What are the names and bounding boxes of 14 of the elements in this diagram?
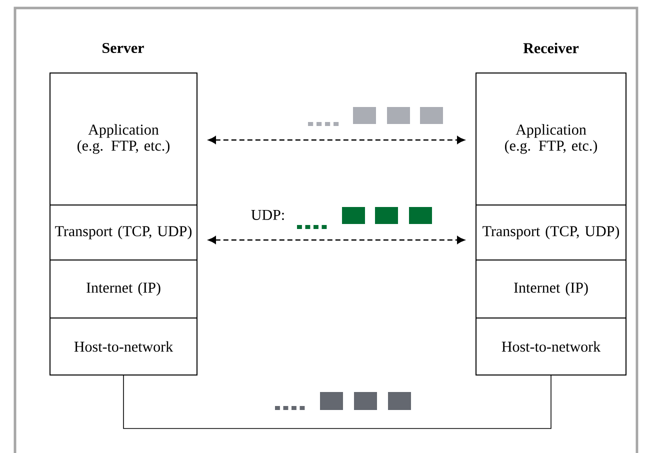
layer-box: Application (e.g. FTP, etc.) xyxy=(50,72,198,206)
layer-box: Transport (TCP, UDP) xyxy=(50,204,198,260)
double-arrow xyxy=(208,236,465,244)
layer-box: Application (e.g. FTP, etc.) xyxy=(476,72,626,206)
layer-box: Transport (TCP, UDP) xyxy=(476,204,626,260)
layer-box: Internet (IP) xyxy=(50,260,198,318)
heading: Server xyxy=(102,42,144,54)
heading: Receiver xyxy=(523,42,579,54)
double-arrow xyxy=(208,136,465,144)
layer-box: Internet (IP) xyxy=(476,260,626,318)
layer-box: Host-to-network xyxy=(50,318,198,376)
layer-box: Host-to-network xyxy=(476,318,626,376)
edge-label: UDP: xyxy=(251,210,284,220)
link-line xyxy=(123,375,552,429)
